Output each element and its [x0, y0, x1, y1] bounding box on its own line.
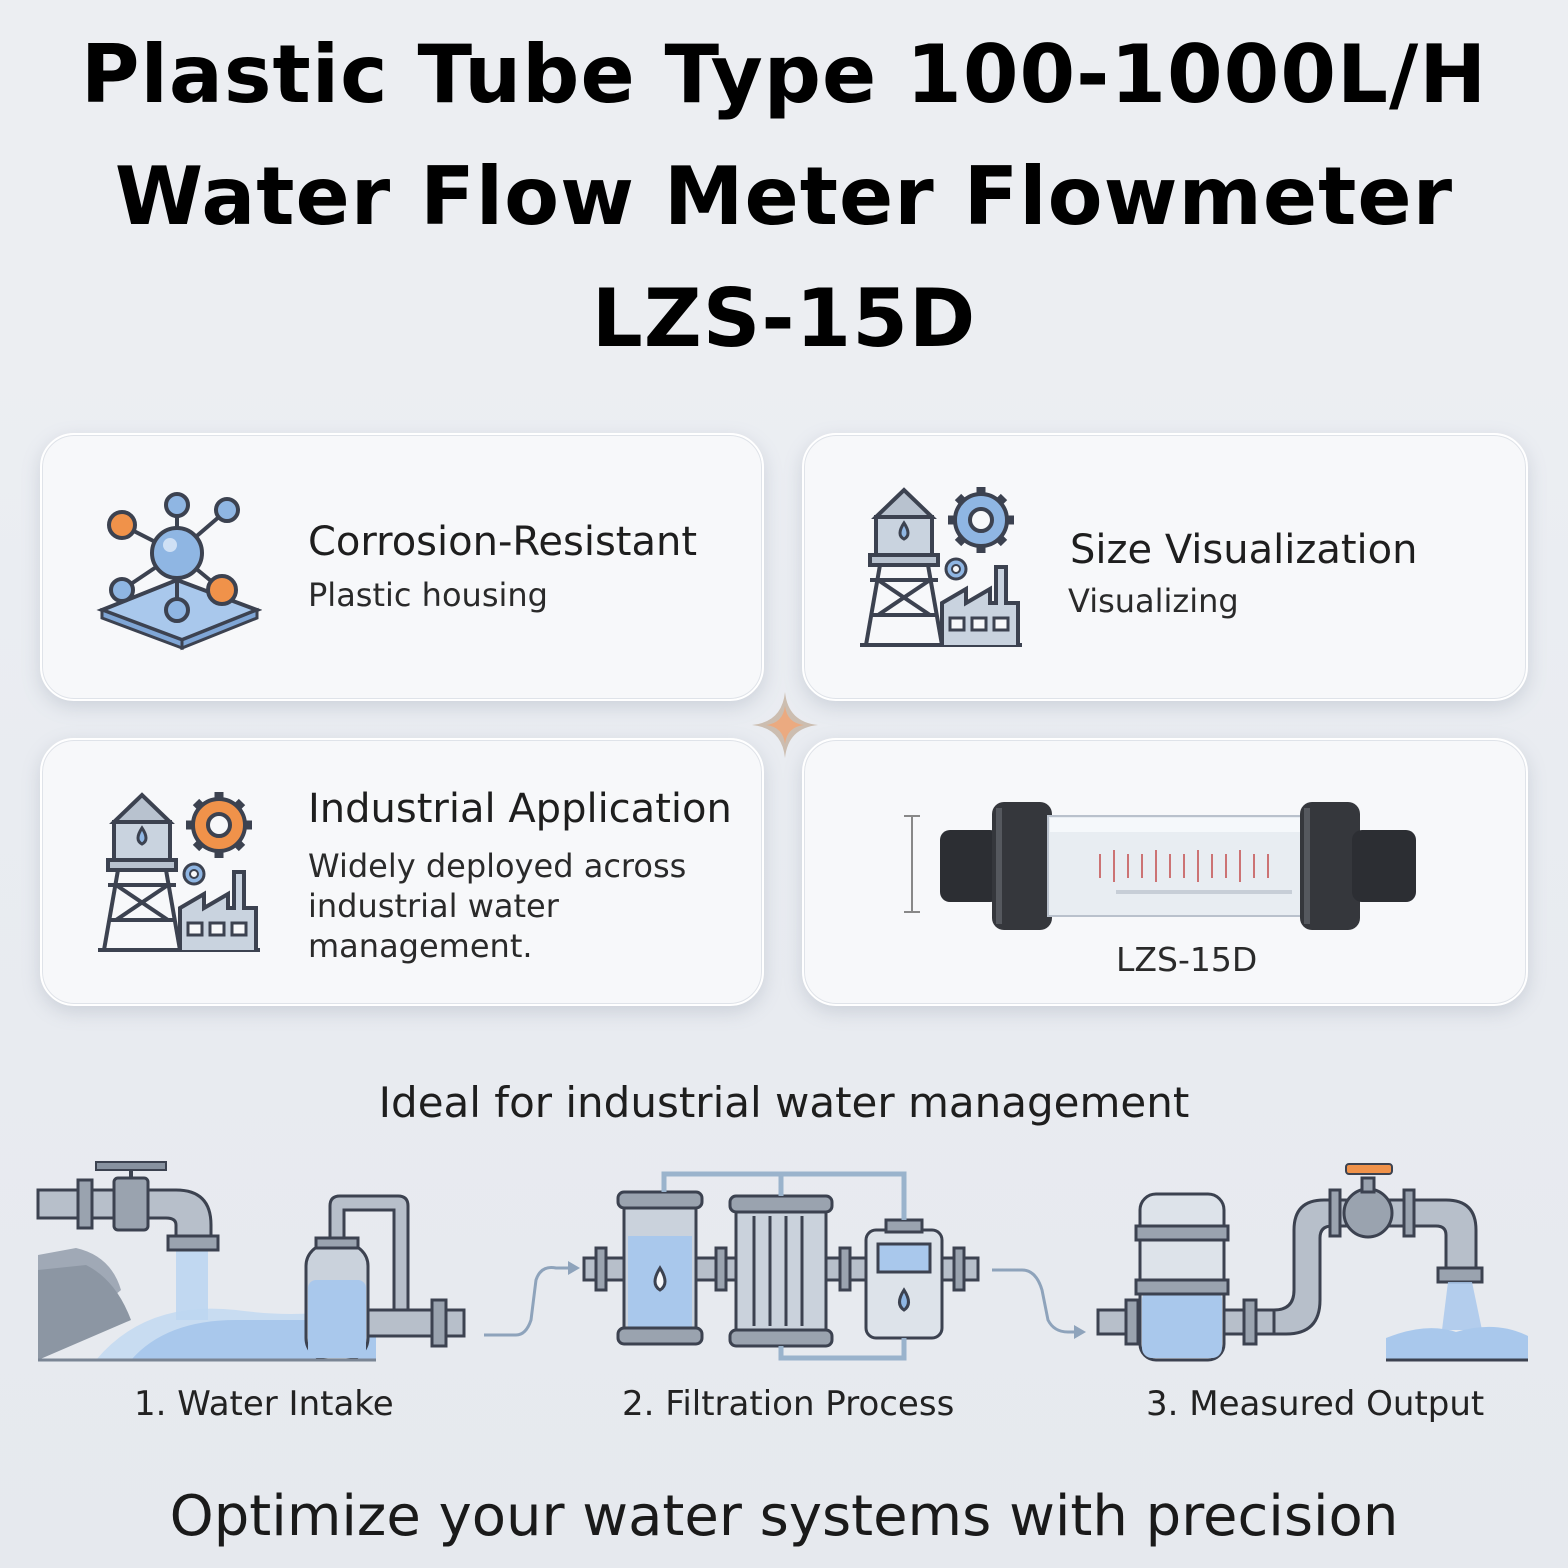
footer-tagline: Optimize your water systems with precisi… — [169, 1484, 1399, 1549]
process-illustration — [36, 1161, 1528, 1362]
sparkle-icon — [752, 692, 818, 758]
step-label-3: 3. Measured Output — [1146, 1384, 1485, 1424]
card-title: Corrosion-Resistant — [308, 519, 698, 565]
card-title: Industrial Application — [308, 786, 732, 832]
step-label-1: 1. Water Intake — [134, 1384, 394, 1424]
page-title-line-1: Plastic Tube Type 100-1000L/H — [80, 28, 1488, 121]
water-tower-factory-icon — [860, 487, 1022, 647]
feature-card-size: Size Visualization Visualizing — [802, 433, 1528, 701]
flowmeter-image — [904, 802, 1416, 930]
feature-card-corrosion: Corrosion-Resistant Plastic housing — [40, 433, 764, 701]
feature-card-industrial: Industrial Application Widely deployed a… — [40, 738, 764, 1006]
product-caption: LZS-15D — [1116, 940, 1258, 979]
measured-output-illustration — [1096, 1163, 1528, 1362]
page-title-line-3: LZS-15D — [591, 272, 977, 365]
filtration-illustration — [582, 1171, 980, 1361]
card-title: Size Visualization — [1070, 527, 1418, 573]
step-label-2: 2. Filtration Process — [622, 1384, 955, 1424]
water-tower-factory-icon — [98, 792, 260, 952]
molecule-icon — [96, 492, 262, 651]
process-heading: Ideal for industrial water management — [378, 1078, 1190, 1127]
title-area — [0, 0, 1568, 390]
product-card: LZS-15D — [802, 738, 1528, 1006]
card-subtitle: Visualizing — [1068, 582, 1239, 620]
water-intake-illustration — [36, 1161, 466, 1362]
page-title-line-2: Water Flow Meter Flowmeter — [114, 150, 1454, 243]
card-subtitle: Plastic housing — [308, 576, 548, 614]
card-subtitle: Widely deployed across industrial water … — [308, 847, 687, 965]
